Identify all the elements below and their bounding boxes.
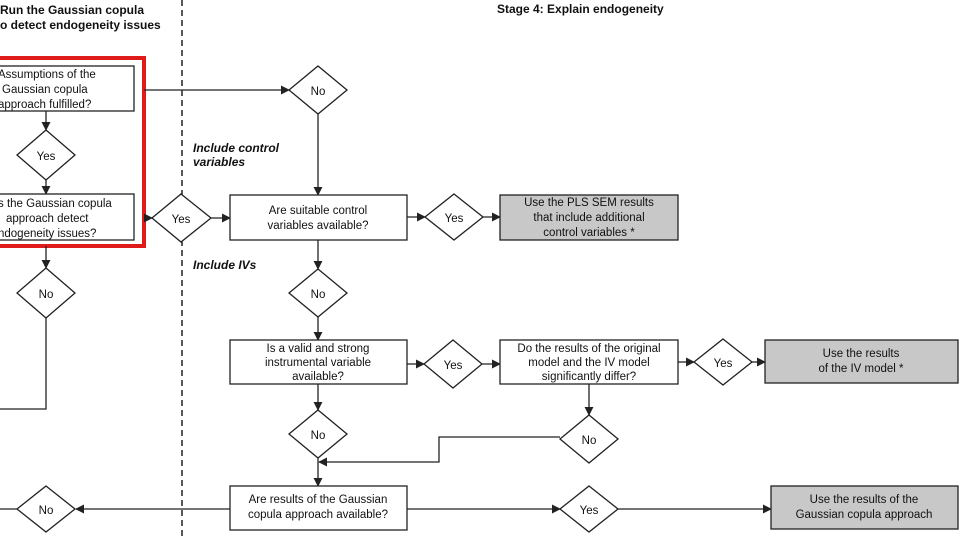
assumptions-text-2: Gaussian copula	[2, 84, 88, 96]
copula-detect-text-3: ndogeneity issues?	[0, 228, 96, 240]
decision-yes-bottom-label: Yes	[580, 505, 599, 517]
pls-sem-text-3: control variables *	[543, 227, 635, 239]
differ-text-3: significantly differ?	[542, 371, 636, 383]
decision-no-bottom	[15, 485, 77, 533]
stage3-title-line2: o detect endogeneity issues	[0, 18, 161, 32]
decision-no-differ-label: No	[582, 435, 597, 447]
instrument-text-2: instrumental variable	[265, 357, 371, 369]
copula-avail-box	[229, 485, 408, 531]
iv-results-text-2: of the IV model *	[818, 363, 904, 375]
decision-no-differ	[558, 414, 620, 464]
assumptions-box	[0, 65, 135, 112]
iv-results-box	[764, 339, 959, 384]
decision-yes-instrument	[422, 339, 484, 389]
differ-text-1: Do the results of the original	[517, 343, 660, 355]
decision-yes-mid-label: Yes	[172, 214, 191, 226]
control-vars-text-1: Are suitable control	[269, 205, 367, 217]
copula-detect-text-1: s the Gaussian copula	[0, 198, 112, 210]
copula-results-text-1: Use the results of the	[810, 494, 919, 506]
decision-yes-left-label: Yes	[37, 151, 56, 163]
decision-yes-mid	[150, 193, 213, 243]
decision-yes-control	[423, 193, 485, 241]
copula-results-box	[770, 485, 959, 530]
control-vars-box	[229, 194, 408, 241]
decision-yes-differ-label: Yes	[714, 358, 733, 370]
assumptions-text-3: approach fulfilled?	[0, 99, 91, 111]
differ-box	[499, 339, 679, 385]
stage3-title-line1: Run the Gaussian copula	[0, 3, 144, 17]
decision-no-bottom-label: No	[39, 505, 54, 517]
copula-detect-box	[0, 193, 135, 241]
pls-sem-box	[499, 194, 679, 241]
pls-sem-text-1: Use the PLS SEM results	[524, 197, 654, 209]
stage4-title: Stage 4: Explain endogeneity	[497, 2, 664, 16]
control-vars-text-2: variables available?	[267, 220, 368, 232]
pls-sem-text-2: that include additional	[533, 212, 644, 224]
decision-no-instrument-label: No	[311, 430, 326, 442]
decision-no-top-label: No	[311, 86, 326, 98]
decision-yes-bottom	[558, 485, 620, 533]
decision-yes-differ	[692, 338, 754, 386]
arrow-no-differ-merge	[318, 436, 560, 467]
iv-results-text-1: Use the results	[823, 348, 900, 360]
copula-detect-text-2: approach detect	[6, 213, 89, 225]
decision-no-left-label: No	[39, 289, 54, 301]
decision-no-control-label: No	[311, 289, 326, 301]
decision-yes-control-label: Yes	[445, 213, 464, 225]
line-no-left-down	[0, 318, 47, 410]
copula-avail-text-1: Are results of the Gaussian	[249, 494, 388, 506]
copula-results-text-2: Gaussian copula approach	[796, 509, 933, 521]
note-control-1: Include control	[193, 141, 280, 155]
assumptions-text-1: Assumptions of the	[0, 69, 96, 81]
copula-avail-text-2: copula approach available?	[248, 509, 388, 521]
highlight-frame	[0, 56, 146, 248]
note-control-2: variables	[193, 155, 245, 169]
note-ivs: Include IVs	[193, 258, 257, 272]
differ-text-2: model and the IV model	[528, 357, 649, 369]
instrument-text-3: available?	[292, 371, 344, 383]
decision-yes-instrument-label: Yes	[444, 360, 463, 372]
instrument-text-1: Is a valid and strong	[267, 343, 370, 355]
